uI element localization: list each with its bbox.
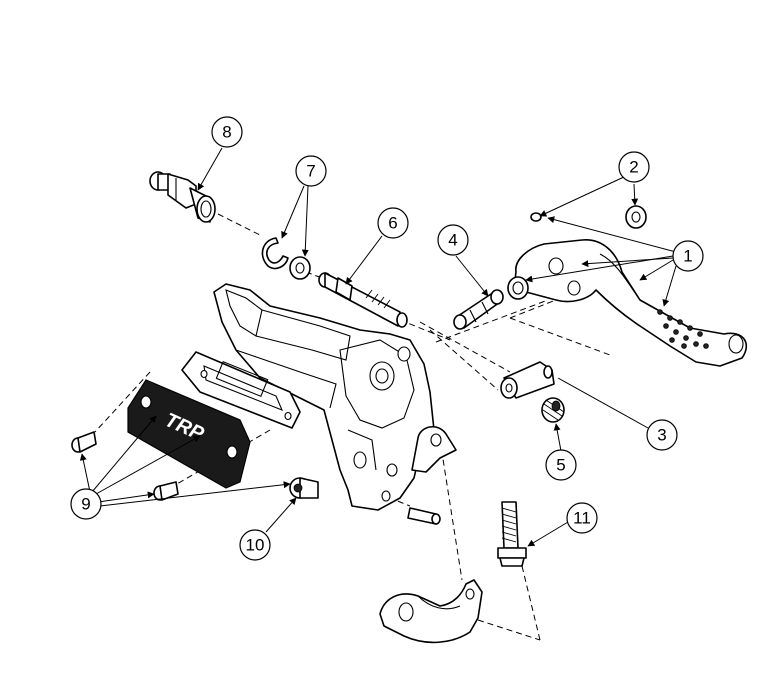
- svg-text:8: 8: [222, 123, 231, 142]
- assembly-lines: [94, 213, 611, 641]
- leader-8: [197, 147, 223, 191]
- callout-3: 3: [646, 419, 678, 451]
- part-7-circlip-washer: [261, 237, 311, 280]
- leader-1d: [662, 265, 677, 307]
- part-6-pivot-shaft: [318, 272, 408, 328]
- leader-4: [455, 255, 489, 297]
- svg-text:2: 2: [629, 158, 638, 177]
- part-9-screws: [71, 431, 179, 501]
- callout-6: 6: [377, 207, 409, 239]
- callout-9: 9: [70, 488, 102, 520]
- small-pin: [407, 507, 441, 525]
- part-3-clevis: [500, 361, 555, 399]
- leader-1b: [581, 257, 674, 268]
- callout-1: 1: [672, 240, 704, 272]
- part-1-brake-pedal: [507, 239, 748, 367]
- leader-lines: [79, 147, 677, 547]
- leader-1e: [547, 216, 677, 253]
- part-2-washer: [530, 205, 647, 229]
- leader-3: [557, 377, 649, 429]
- pedal-holes: [657, 309, 709, 349]
- leader-6: [345, 235, 383, 285]
- part-10-bolt: [289, 477, 319, 499]
- part-4-pin: [453, 289, 504, 330]
- leader-9b: [91, 415, 157, 493]
- leader-1c: [639, 259, 674, 281]
- callout-2: 2: [618, 151, 650, 183]
- leader-2b: [631, 183, 639, 206]
- handlebar-clamp: [379, 579, 483, 644]
- leader-10: [265, 497, 297, 533]
- leader-9d: [97, 491, 155, 503]
- part-8-barrel: [149, 171, 216, 223]
- leader-5: [553, 423, 562, 452]
- leader-9e: [99, 481, 291, 507]
- svg-text:1: 1: [683, 247, 692, 266]
- leader-2a: [539, 175, 627, 217]
- svg-text:4: 4: [448, 231, 457, 250]
- callout-8: 8: [211, 116, 243, 148]
- leader-9a: [79, 453, 91, 493]
- svg-text:9: 9: [81, 495, 90, 514]
- leader-11: [527, 521, 569, 547]
- callout-10: 10: [239, 529, 271, 561]
- svg-text:3: 3: [657, 426, 666, 445]
- svg-text:10: 10: [246, 536, 265, 555]
- callout-11: 11: [566, 502, 598, 534]
- cover-plate: TRP: [127, 379, 251, 489]
- leader-9c: [95, 435, 201, 495]
- svg-text:6: 6: [388, 214, 397, 233]
- callout-4: 4: [437, 224, 469, 256]
- leader-7a: [281, 185, 305, 239]
- callout-7: 7: [295, 155, 327, 187]
- spacer-plate: [181, 351, 301, 429]
- svg-text:5: 5: [556, 456, 565, 475]
- svg-text:7: 7: [306, 162, 315, 181]
- svg-text:11: 11: [573, 509, 591, 528]
- callout-5: 5: [545, 449, 577, 481]
- part-5-nut: [541, 397, 565, 423]
- main-bracket: [213, 283, 457, 511]
- leader-7b: [301, 185, 309, 257]
- part-11-bolt: [497, 501, 527, 567]
